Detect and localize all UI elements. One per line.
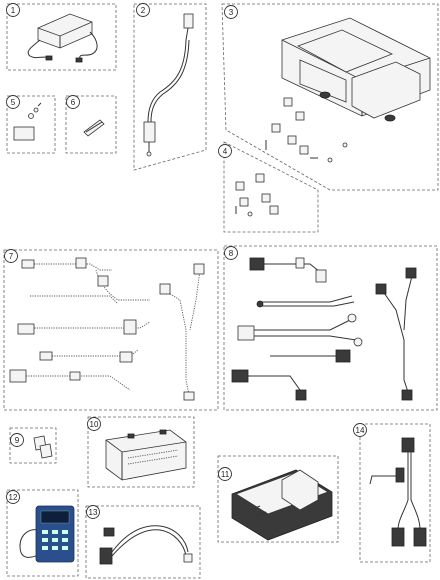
panel-13-frame (85, 505, 201, 579)
panel-12-frame (6, 489, 79, 577)
callout-6[interactable] (66, 95, 80, 109)
panel-10: 10 (87, 416, 195, 488)
panel-14: 14 (353, 423, 431, 563)
panel-1-frame (6, 3, 117, 71)
panel-13: 13 (85, 505, 201, 579)
callout-8[interactable] (224, 246, 238, 260)
callout-1-label: 1 (11, 6, 16, 15)
callout-13[interactable] (86, 505, 100, 519)
callout-10-label: 10 (90, 420, 99, 429)
panel-11-frame (217, 455, 339, 543)
extension-cable (99, 525, 193, 565)
panel-10-frame (87, 416, 195, 488)
harness-set-8 (231, 257, 417, 401)
callout-4[interactable] (218, 144, 232, 158)
cable-assembly (143, 13, 194, 157)
callout-5-label: 5 (11, 98, 16, 107)
callout-11-label: 11 (221, 470, 230, 479)
panel-3-frame (221, 3, 439, 191)
panel-8-frame (223, 245, 438, 411)
panel-14-frame (359, 423, 431, 563)
battery-box (281, 17, 431, 122)
callout-9-label: 9 (15, 436, 20, 445)
fuse-holder (13, 102, 42, 141)
callout-10[interactable] (87, 417, 101, 431)
callout-11[interactable] (218, 467, 232, 481)
callout-4-label: 4 (223, 147, 228, 156)
panel-11: 11 (217, 455, 339, 543)
blade-fuse (33, 435, 53, 459)
callout-2[interactable] (136, 3, 150, 17)
callout-2-label: 2 (141, 6, 146, 15)
panel-2-frame (133, 3, 207, 171)
panel-4: 4 (218, 141, 319, 233)
fuse (83, 119, 105, 137)
callout-12-label: 12 (9, 493, 18, 502)
callout-6-label: 6 (71, 98, 76, 107)
panel-3: 3 (221, 3, 439, 191)
callout-14-label: 14 (356, 426, 365, 435)
panel-8: 8 (223, 245, 438, 411)
panel-6-frame (65, 95, 117, 154)
panel-7: 7 (3, 249, 219, 411)
callout-1[interactable] (6, 3, 20, 17)
harness-14 (369, 437, 427, 547)
callout-8-label: 8 (229, 249, 234, 258)
callout-3-label: 3 (229, 8, 234, 17)
callout-7-label: 7 (9, 252, 14, 261)
controller (231, 469, 333, 541)
callout-3[interactable] (224, 5, 238, 19)
hardware-set-3 (265, 97, 348, 163)
charger-unit (27, 13, 98, 63)
panel-9-frame (9, 427, 57, 464)
callout-12[interactable] (6, 490, 20, 504)
callout-5[interactable] (6, 95, 20, 109)
callout-9[interactable] (10, 433, 24, 447)
callout-13-label: 13 (89, 508, 98, 517)
battery (105, 429, 187, 481)
panel-6: 6 (65, 95, 117, 154)
callout-14[interactable] (353, 423, 367, 437)
panel-5: 5 (6, 95, 56, 154)
panel-12: 12 (6, 489, 79, 577)
callout-7[interactable] (4, 249, 18, 263)
panel-9: 9 (9, 427, 57, 464)
panel-2: 2 (133, 3, 207, 171)
hardware-set-4 (235, 173, 279, 217)
panel-4-frame (223, 141, 319, 233)
panel-5-frame (6, 95, 56, 154)
panel-1: 1 (6, 3, 117, 71)
hand-held-programmer (19, 505, 75, 563)
harness-set-7 (9, 257, 205, 401)
panel-7-frame (3, 249, 219, 411)
